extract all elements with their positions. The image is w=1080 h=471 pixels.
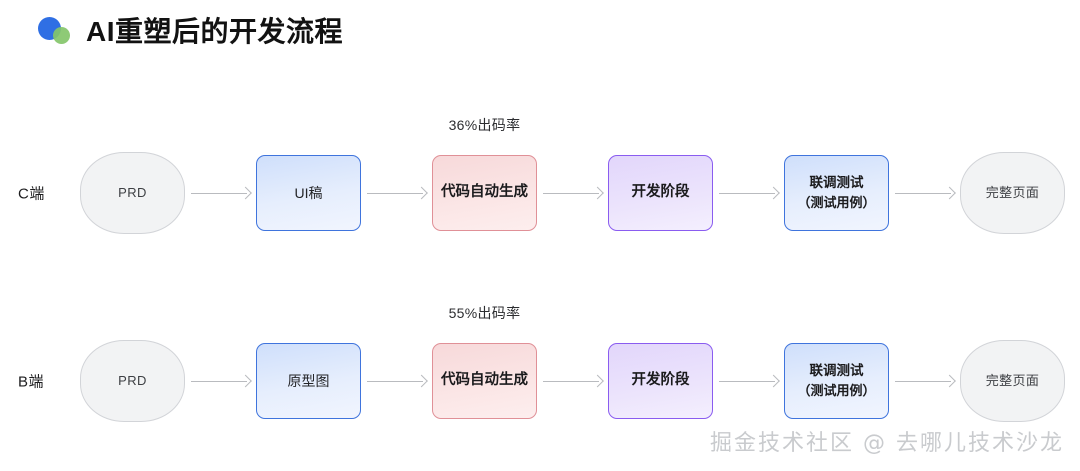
flow-node-label: 代码自动生成: [441, 184, 528, 201]
flow-node-prd[interactable]: PRD: [80, 340, 185, 422]
flow-arrow: [713, 374, 784, 388]
flow-node-label: 开发阶段: [631, 184, 690, 201]
flow-node-label: PRD: [118, 373, 147, 389]
flow-arrow: [361, 186, 432, 200]
flow-arrow: [889, 186, 960, 200]
flow-track: PRD 原型图 55%出码率 代码自动生成 开发阶段 联调测试 （测试用例）: [80, 305, 1065, 441]
flow-node-label: UI稿: [294, 184, 323, 201]
flow-node-integration-test[interactable]: 联调测试 （测试用例）: [784, 155, 889, 231]
flow-node-development[interactable]: 开发阶段: [608, 155, 713, 231]
flow-node-code-generation[interactable]: 55%出码率 代码自动生成: [432, 305, 537, 419]
flow-node-label: 代码自动生成: [441, 372, 528, 389]
code-rate-badge: 55%出码率: [448, 305, 521, 321]
flow-row-label: C端: [18, 185, 45, 203]
flow-node-prd[interactable]: PRD: [80, 152, 185, 234]
flow-node-code-generation[interactable]: 36%出码率 代码自动生成: [432, 117, 537, 231]
page-title-text: AI重塑后的开发流程: [86, 16, 344, 47]
flow-arrow: [537, 374, 608, 388]
flow-node-label: 联调测试: [809, 174, 864, 190]
flow-row-b: B端 PRD 原型图 55%出码率 代码自动生成 开发阶段 联调测试: [0, 305, 1080, 441]
flow-node-label: PRD: [118, 185, 147, 201]
page-title: AI重塑后的开发流程: [38, 8, 343, 52]
flow-arrow: [185, 374, 256, 388]
flow-node-prototype[interactable]: 原型图: [256, 343, 361, 419]
flow-node-sublabel: （测试用例）: [797, 383, 876, 398]
flow-arrow: [361, 374, 432, 388]
flow-node-label: 联调测试: [809, 362, 864, 378]
flow-node-label: 完整页面: [985, 185, 1040, 201]
flow-arrow: [713, 186, 784, 200]
code-rate-badge: 36%出码率: [448, 117, 521, 133]
flow-arrow: [889, 374, 960, 388]
flow-node-development[interactable]: 开发阶段: [608, 343, 713, 419]
watermark: 掘金技术社区 @ 去哪儿技术沙龙: [710, 431, 1064, 456]
flow-row-c: C端 PRD UI稿 36%出码率 代码自动生成 开发阶段 联调测试: [0, 117, 1080, 253]
flow-node-integration-test[interactable]: 联调测试 （测试用例）: [784, 343, 889, 419]
flow-node-label: 完整页面: [985, 373, 1040, 389]
flow-arrow: [185, 186, 256, 200]
flow-node-design[interactable]: UI稿: [256, 155, 361, 231]
flow-row-label: B端: [18, 373, 45, 391]
brand-circles-icon: [38, 14, 74, 46]
flow-node-label: 原型图: [287, 372, 330, 389]
flow-node-label: 开发阶段: [631, 372, 690, 389]
flow-node-complete-page[interactable]: 完整页面: [960, 340, 1065, 422]
flow-track: PRD UI稿 36%出码率 代码自动生成 开发阶段 联调测试 （测试用例）: [80, 117, 1065, 253]
green-circle-icon: [53, 27, 70, 44]
flow-node-sublabel: （测试用例）: [797, 195, 876, 210]
flow-arrow: [537, 186, 608, 200]
flow-node-complete-page[interactable]: 完整页面: [960, 152, 1065, 234]
